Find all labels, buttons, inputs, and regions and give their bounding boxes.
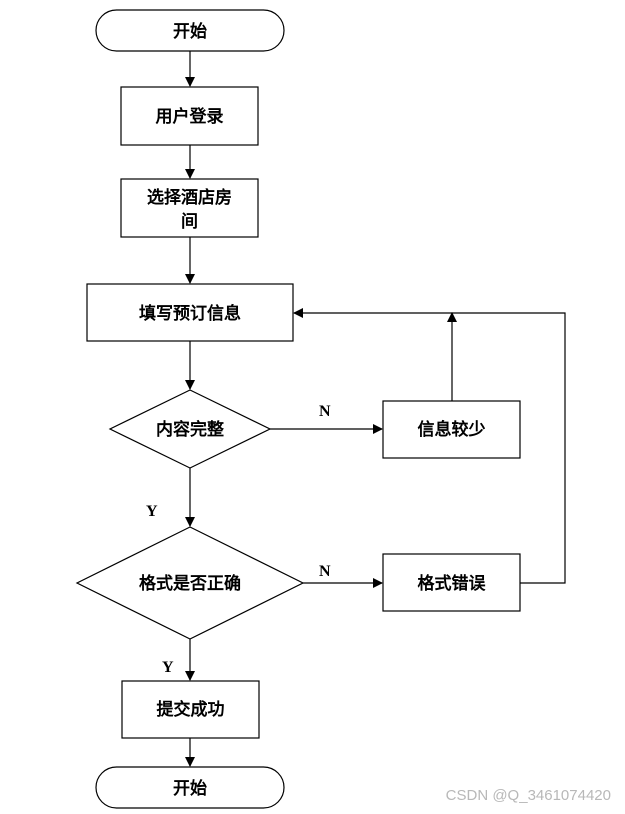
content-yes-label: Y xyxy=(146,503,158,520)
info-less-label: 信息较少 xyxy=(418,419,486,440)
start-label: 开始 xyxy=(173,21,207,42)
format-no-label: N xyxy=(319,563,331,580)
start-terminator: 开始 xyxy=(95,9,285,52)
format-check-decision: 格式是否正确 xyxy=(75,526,305,640)
connectors xyxy=(185,51,566,767)
select-room-label-line1: 选择酒店房 xyxy=(147,187,232,208)
select-room-step: 选择酒店房 间 xyxy=(120,178,259,238)
fill-info-step: 填写预订信息 xyxy=(86,283,294,342)
format-error-step: 格式错误 xyxy=(382,553,521,612)
watermark: CSDN @Q_3461074420 xyxy=(445,787,611,804)
select-room-label-line2: 间 xyxy=(181,211,198,232)
content-no-label: N xyxy=(319,403,331,420)
end-terminator: 开始 xyxy=(95,766,285,809)
arrow-format-error-to-fill xyxy=(293,308,566,584)
format-check-label: 格式是否正确 xyxy=(139,573,241,594)
submit-success-step: 提交成功 xyxy=(121,680,260,739)
format-yes-label: Y xyxy=(162,659,174,676)
submit-success-label: 提交成功 xyxy=(157,699,225,720)
fill-info-label: 填写预订信息 xyxy=(139,303,241,324)
login-label: 用户登录 xyxy=(156,106,224,127)
format-error-label: 格式错误 xyxy=(418,573,487,594)
end-label: 开始 xyxy=(173,778,207,799)
content-complete-label: 内容完整 xyxy=(156,419,224,440)
content-complete-decision: 内容完整 xyxy=(108,389,272,469)
login-step: 用户登录 xyxy=(120,86,259,146)
info-less-step: 信息较少 xyxy=(382,400,521,459)
